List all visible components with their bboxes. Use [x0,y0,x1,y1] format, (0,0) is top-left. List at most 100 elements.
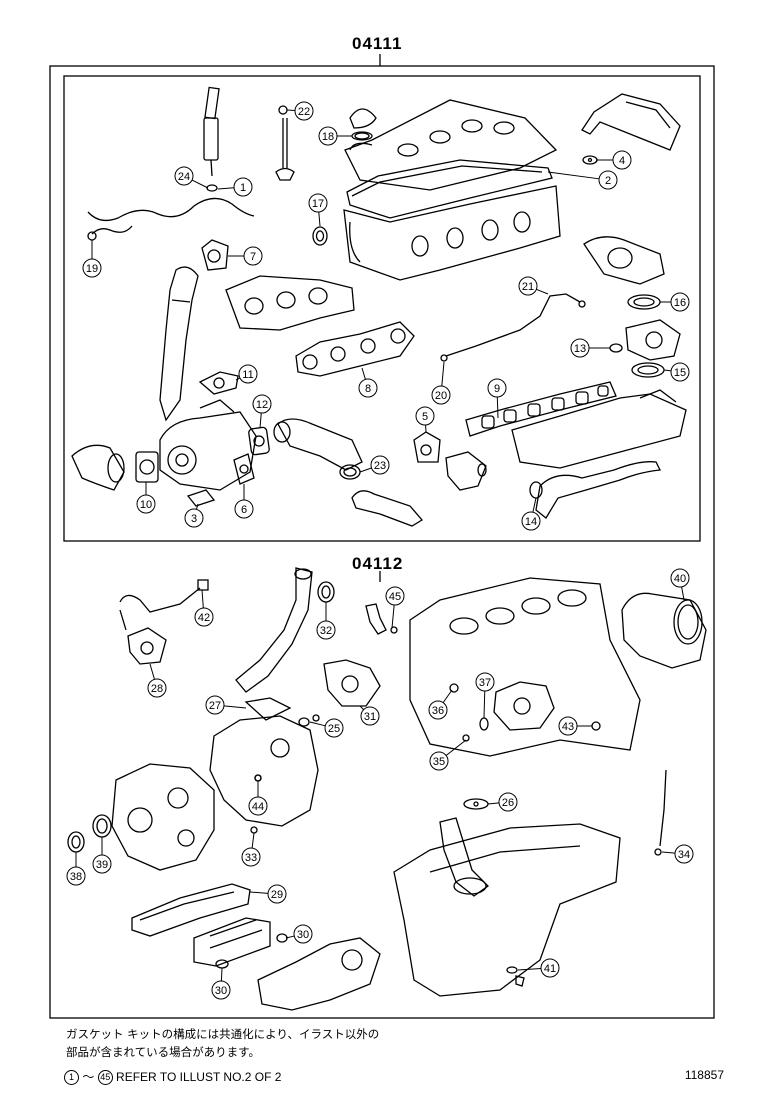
note-line-2: 部品が含まれている場合があります。 [66,1045,261,1059]
callout-circle [241,847,261,867]
callout-number: 43 [562,721,574,733]
upper-kit-frame [63,75,701,542]
gasket-7-sketch [201,239,229,271]
callout-circle [670,362,690,382]
callout-number: 27 [209,700,221,712]
turbocharger-sketch [159,399,257,491]
gasket-12-sketch [248,426,270,456]
ref-text: REFER TO ILLUST NO.2 OF 2 [116,1070,282,1084]
heat-pipe-sketch [351,490,423,527]
callout-number: 45 [389,591,401,603]
callout-number: 36 [432,705,444,717]
callout-circle [670,292,690,312]
intake-gasket-9-sketch [465,381,617,437]
callout-32: 32 [316,602,336,640]
callout-leader [220,967,223,982]
oring-43-sketch [591,721,601,731]
callout-4: 4 [596,150,632,170]
callout-number: 23 [374,460,386,472]
callout-30: 30 [285,924,313,944]
callout-circle [475,672,495,692]
callout-leader [487,802,500,805]
oil-strainer-sketch [439,817,490,897]
seal-25-sketch [298,714,320,727]
glow-plug-harness-sketch [87,197,255,241]
callout-29: 29 [249,884,287,904]
callout-27: 27 [205,695,247,715]
callout-circle [521,511,541,531]
callout-leader [235,377,241,381]
callout-leader [441,361,445,387]
callout-circle [184,508,204,528]
cylinder-block-sketch [409,577,641,757]
ring-23-sketch [339,464,361,480]
oil-pan-sketch [393,823,621,997]
callout-number: 37 [479,677,491,689]
callout-12: 12 [252,394,272,429]
callout-circle [308,193,328,213]
callout-2: 2 [547,170,618,190]
callout-number: 30 [215,985,227,997]
note-line-1: ガスケット キットの構成には共通化により、イラスト以外の [66,1027,380,1041]
water-inlet-pipe-sketch [235,567,313,693]
callout-36: 36 [428,689,453,720]
callout-circle [66,866,86,886]
callout-number: 29 [271,889,283,901]
callout-23: 23 [359,455,390,475]
callout-number: 5 [422,411,428,423]
callout-circle [415,406,435,426]
callout-39: 39 [92,837,112,874]
valve-sketch [275,105,295,181]
callout-circle [428,700,448,720]
gasket-6-sketch [233,453,255,485]
callout-leader [517,968,542,971]
callout-24: 24 [174,166,209,189]
callout-circle [487,378,507,398]
callout-13: 13 [570,338,610,358]
callout-circle [429,751,449,771]
callout-number: 28 [151,683,163,695]
callout-33: 33 [241,832,261,867]
callout-leader [442,689,453,703]
callout-circle [194,607,214,627]
callout-number: 8 [365,383,371,395]
callout-leader [251,832,255,849]
seal-40-sketch [673,599,703,645]
callout-17: 17 [308,193,328,227]
callout-number: 31 [364,711,376,723]
callout-leader [191,179,209,189]
callout-31: 31 [359,705,380,726]
callout-circle [370,455,390,475]
sensor-lead-sketch [440,293,586,362]
hose-sketch [71,444,125,491]
callout-number: 11 [242,369,253,381]
callout-number: 1 [240,182,246,194]
callout-number: 24 [178,171,190,183]
callout-10: 10 [136,482,156,514]
cylinder-head-cover-sketch [344,99,558,191]
callout-leader [547,171,600,180]
callout-number: 20 [435,390,447,402]
callout-7: 7 [228,246,263,266]
callout-30: 30 [211,967,231,1000]
callout-number: 42 [198,612,210,624]
callout-number: 12 [256,399,268,411]
seal-39-sketch [92,814,112,838]
gasket-11-sketch [198,371,239,395]
callout-leader [532,497,537,513]
callout-number: 41 [544,963,556,975]
callout-circle [674,844,694,864]
callout-26: 26 [487,792,518,812]
callout-circle [360,706,380,726]
manifold-gasket-8-sketch [295,321,415,377]
callout-leader [149,663,155,680]
ref-end-circle: 45 [97,1070,113,1086]
sensor-45-sketch [365,603,398,635]
callout-19: 19 [82,240,102,278]
gasket-26-sketch [463,798,489,810]
callout-number: 44 [252,801,264,813]
callout-number: 7 [250,251,256,263]
injector-sketch [203,86,220,192]
callout-41: 41 [517,958,560,978]
callout-number: 30 [297,929,309,941]
